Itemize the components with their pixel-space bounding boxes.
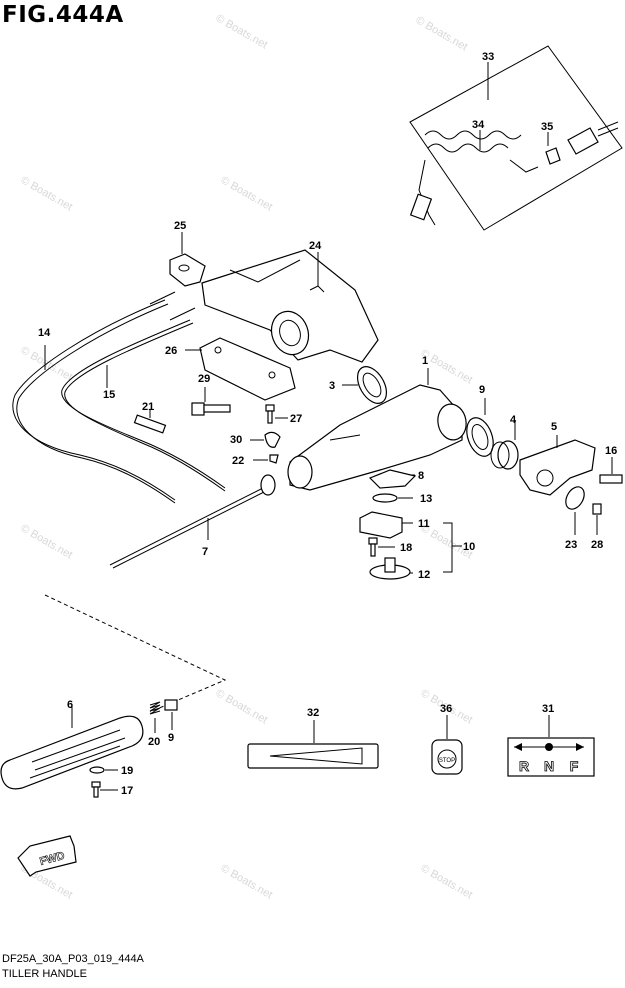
watermark-text: © Boats.net [19,174,75,213]
callout-6: 6 [67,699,73,711]
callout-21: 21 [142,401,154,413]
callout-1: 1 [422,355,428,367]
callout-9: 9 [479,384,485,396]
callout-15: 15 [103,389,115,401]
callout-19: 19 [121,765,133,777]
callout-14: 14 [38,327,51,339]
stop-switch-kit-box [409,45,623,231]
drawing-code: DF25A_30A_P03_019_444A [2,953,144,965]
tiller-handle-arm [287,368,467,491]
tiller-bracket [201,249,379,363]
callout-17: 17 [121,785,133,797]
callout-22: 22 [232,455,244,467]
bolt-part [191,387,231,416]
sleeve-part [133,410,167,434]
callout-4: 4 [510,414,517,426]
callout-13: 13 [420,493,432,505]
callout-31: 31 [542,703,554,715]
decal-label-32 [247,720,379,769]
drawing-caption: TILLER HANDLE [2,968,87,980]
watermark-text: © Boats.net [219,174,275,213]
callout-20: 20 [148,736,160,748]
friction-assembly [359,469,462,580]
callout-32: 32 [307,707,319,719]
shift-lever-parts [466,398,623,535]
callout-16: 16 [605,445,617,457]
grommet-part [169,232,206,287]
fwd-arrow-icon: FWD [17,835,77,877]
stop-button-text: STOP [439,758,455,764]
watermark-text: © Boats.net [414,14,470,53]
callout-23: 23 [565,539,577,551]
figure-title: FIG.444A [2,2,124,28]
callout-3: 3 [329,380,335,392]
small-clips [250,431,281,464]
watermark-text: © Boats.net [214,12,270,51]
callout-36: 36 [440,703,452,715]
callout-12: 12 [418,569,430,581]
shift-f-text: F [570,758,579,774]
grip-small-parts [89,699,178,798]
assembly-leader [44,594,227,713]
throttle-grip [0,705,144,790]
watermark-text: © Boats.net [219,862,275,901]
callout-25: 25 [174,220,186,232]
callout-7: 7 [202,546,208,558]
callout-5: 5 [551,421,557,433]
watermark-text: © Boats.net [214,687,270,726]
callout-9-lower: 9 [168,732,174,744]
collar-part [342,366,388,404]
shift-decal: R N F [507,715,595,777]
callout-18: 18 [400,542,412,554]
shift-n-text: N [544,758,554,774]
throttle-cables [12,291,226,504]
shift-shaft [109,474,276,569]
callout-30: 30 [230,434,242,446]
shift-r-text: R [519,758,529,774]
stop-button-decal: STOP [431,715,463,775]
callout-29: 29 [198,373,210,385]
screw-part-27 [265,404,288,424]
watermark-text: © Boats.net [19,522,75,561]
callout-33: 33 [482,51,494,63]
callout-11: 11 [418,518,430,530]
callout-35: 35 [541,121,553,133]
callout-8: 8 [418,470,424,482]
callout-27: 27 [290,413,302,425]
callout-10: 10 [463,541,475,553]
plate-part [185,337,296,401]
callout-24: 24 [309,240,322,252]
watermark-text: © Boats.net [419,862,475,901]
callout-34: 34 [472,119,485,131]
callout-26: 26 [165,345,177,357]
callout-labels: 33 34 35 25 24 14 26 1 29 3 15 9 21 27 4… [38,51,617,797]
callout-28: 28 [591,539,603,551]
